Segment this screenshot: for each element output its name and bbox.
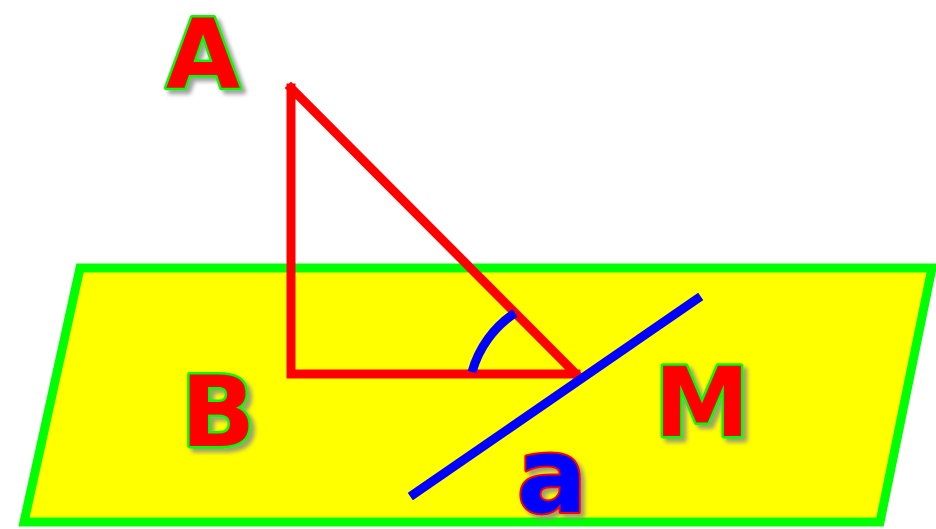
- label-point-a: A: [166, 0, 240, 111]
- angle-arc: [467, 309, 518, 374]
- label-point-b: B: [181, 356, 256, 470]
- plane: [18, 263, 936, 527]
- segment-am: [284, 81, 583, 381]
- label-point-m: M: [654, 347, 750, 459]
- line-a: [407, 292, 704, 501]
- label-line-a: a: [517, 415, 587, 529]
